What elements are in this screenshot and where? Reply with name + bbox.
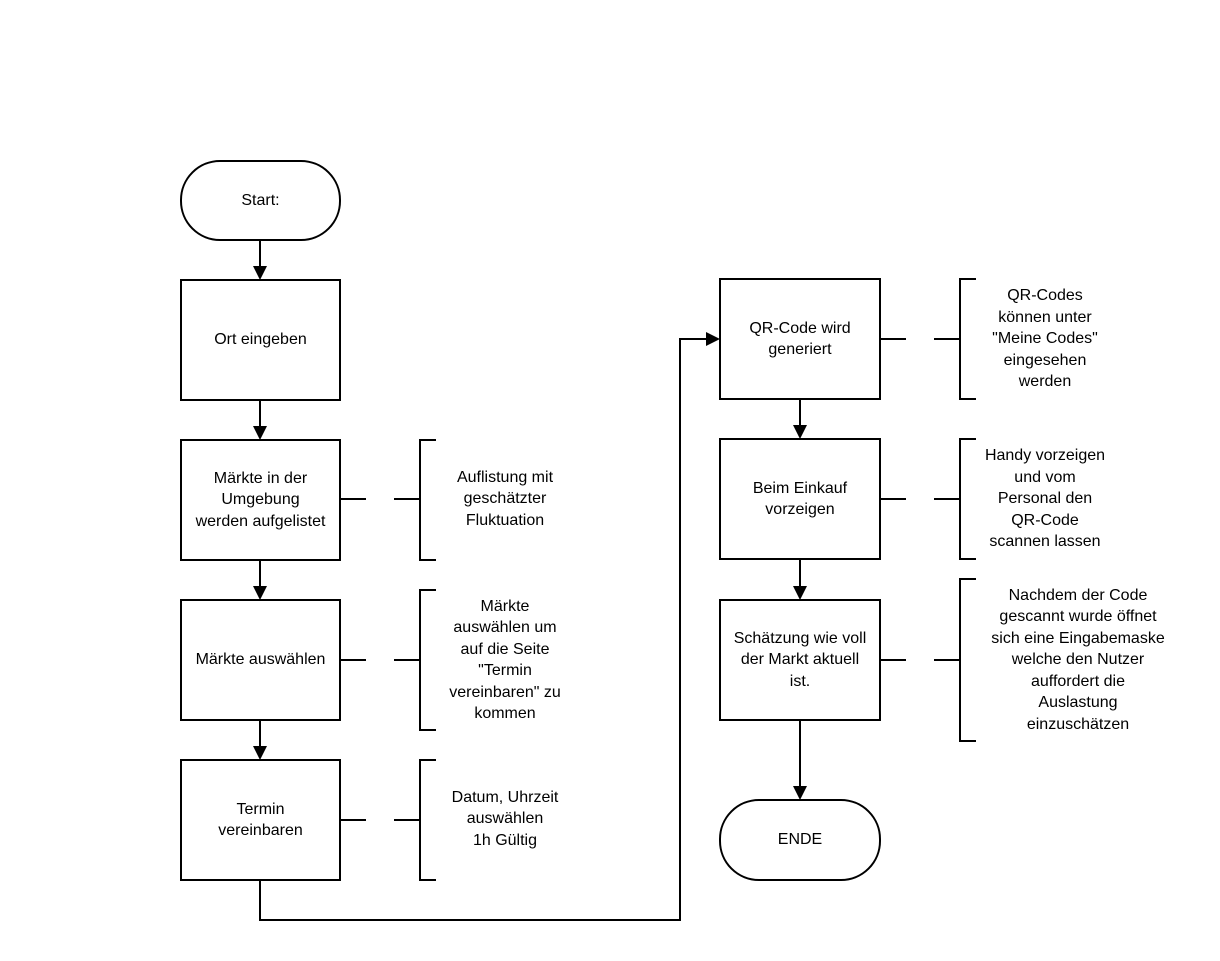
- annotation-datum-uhrzeit: Datum, Uhrzeit auswählen 1h Gültig: [451, 788, 559, 849]
- annotation-handy-connector: [880, 438, 976, 560]
- process-schaetzung: Schätzung wie voll der Markt aktuell ist…: [719, 599, 881, 721]
- process-beim-einkauf-vorzeigen: Beim Einkauf vorzeigen: [719, 438, 881, 560]
- process-ort-eingeben: Ort eingeben: [180, 279, 341, 401]
- annotation-handy-vorzeigen: Handy vorzeigen und vom Personal den QR-…: [984, 447, 1106, 551]
- process-maerkte-aufgelistet: Märkte in der Umgebung werden aufgeliste…: [180, 439, 341, 561]
- end-terminal: ENDE: [719, 799, 881, 881]
- annotation-qr-codes: QR-Codes können unter "Meine Codes" eing…: [992, 287, 1098, 391]
- process-termin-vereinbaren: Termin vereinbaren: [180, 759, 341, 881]
- annotation-maerkte-auswaehlen: Märkte auswählen um auf die Seite "Termi…: [449, 597, 561, 723]
- annotation-datum-connector: [340, 759, 436, 881]
- annotation-nachdem-connector: [880, 578, 976, 742]
- process-qr-code-generiert: QR-Code wird generiert: [719, 278, 881, 400]
- annotation-auswaehlen-connector: [340, 589, 436, 731]
- annotation-auflistung-connector: [340, 439, 436, 561]
- annotation-auflistung: Auflistung mit geschätzter Fluktuation: [456, 468, 554, 529]
- arrow-termin-to-qr: [259, 332, 720, 921]
- start-terminal: Start:: [180, 160, 341, 241]
- process-maerkte-auswaehlen: Märkte auswählen: [180, 599, 341, 721]
- annotation-nachdem: Nachdem der Code gescannt wurde öffnet s…: [991, 586, 1165, 733]
- annotation-qr-codes-connector: [880, 278, 976, 400]
